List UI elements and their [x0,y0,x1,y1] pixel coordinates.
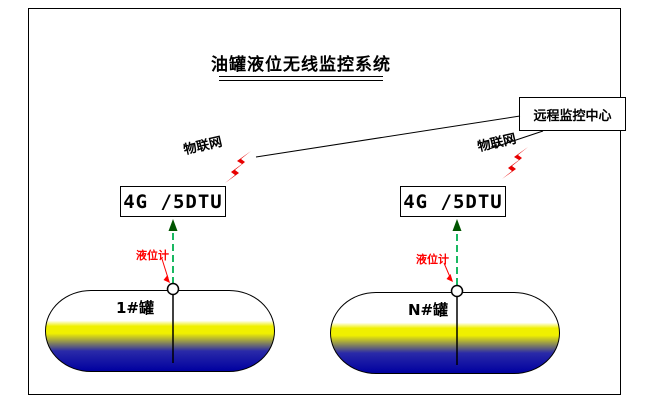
tank-right [330,292,560,374]
remote-center-label: 远程监控中心 [533,108,612,124]
tank-left [45,290,275,372]
tank-label-left: 1#罐 [115,299,154,317]
tank-label-right: N#罐 [407,301,449,319]
title-underline [219,76,383,77]
title-underline-2 [219,80,383,81]
diagram-title: 油罐液位无线监控系统 [211,55,391,75]
dtu-box-right: 4G /5DTU [400,186,506,217]
dtu-label-left: 4G /5DTU [123,190,223,213]
gauge-label-left: 液位计 [136,249,169,262]
dtu-label-right: 4G /5DTU [403,190,503,213]
remote-center-box: 远程监控中心 [519,97,626,131]
dtu-box-left: 4G /5DTU [120,186,226,217]
gauge-label-right: 液位计 [416,253,449,266]
